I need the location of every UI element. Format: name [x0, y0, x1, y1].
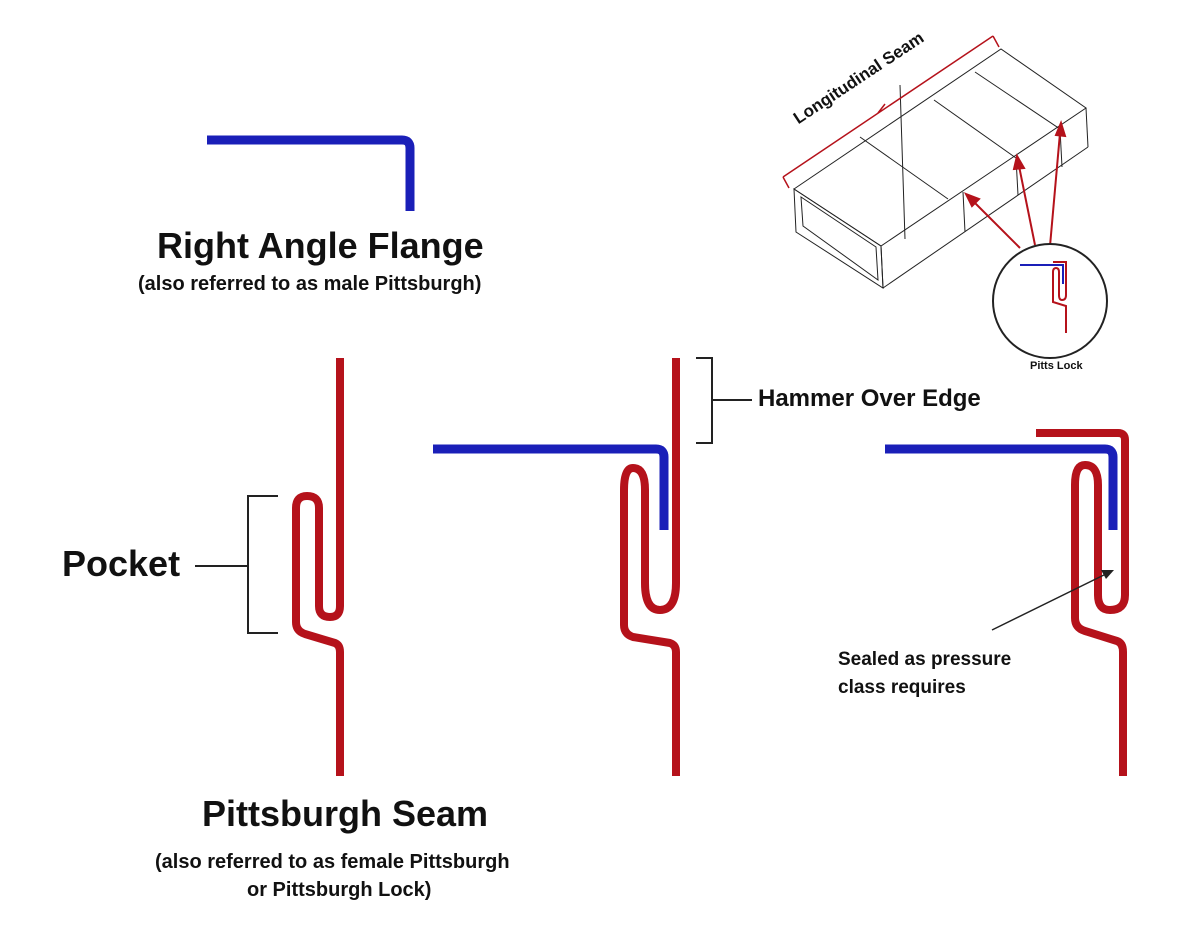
pitts-lock-label: Pitts Lock: [1030, 360, 1083, 372]
longitudinal-seam-bracket: [782, 35, 1000, 189]
hammered-seam-shape: [1036, 429, 1129, 776]
pitts-lock-arrows: [963, 120, 1067, 249]
middle-flange-shape: [433, 444, 669, 530]
pittsburgh-seam-title: Pittsburgh Seam: [202, 793, 489, 834]
pocket-bracket: [247, 495, 278, 634]
sealed-label-line1: Sealed as pressure: [838, 649, 1012, 670]
hammer-over-edge-label: Hammer Over Edge: [758, 385, 981, 412]
hammered-flange-shape: [885, 444, 1118, 530]
pitts-lock-detail-red: [1052, 261, 1067, 333]
right-angle-flange-shape: [207, 135, 415, 211]
pitts-lock-detail-circle: [992, 243, 1108, 359]
hammer-bracket: [696, 357, 713, 444]
right-angle-flange-subtitle: (also referred to as male Pittsburgh): [138, 273, 482, 295]
duct-isometric: [793, 48, 1089, 289]
pocket-label: Pocket: [62, 543, 181, 584]
sealed-leader-line: [991, 571, 1111, 631]
middle-seam-shape: [620, 358, 680, 776]
right-angle-flange-title: Right Angle Flange: [157, 225, 484, 266]
pittsburgh-seam-subtitle-line1: (also referred to as female Pittsburgh: [155, 851, 510, 873]
sealed-arrowhead: [1101, 570, 1114, 579]
pittsburgh-seam-shape: [292, 358, 344, 776]
pittsburgh-seam-subtitle-line2: or Pittsburgh Lock): [247, 879, 432, 901]
pitts-lock-detail-blue: [1020, 264, 1064, 284]
sealed-label-line2: class requires: [838, 677, 966, 698]
